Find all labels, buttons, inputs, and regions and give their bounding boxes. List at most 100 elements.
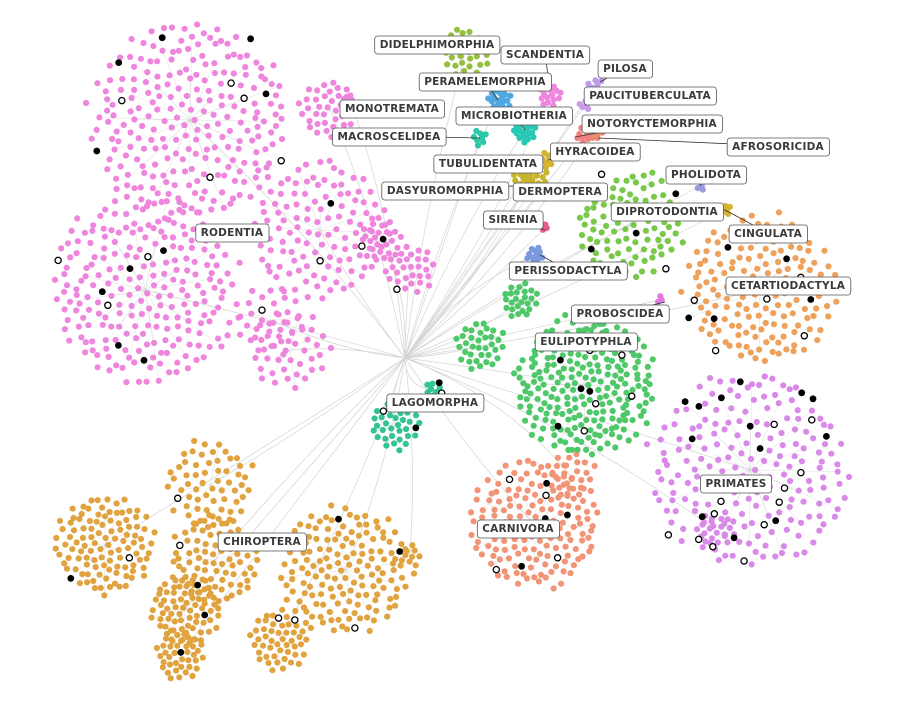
primates-node <box>728 405 735 412</box>
rodentia-ringed-node <box>54 256 62 265</box>
rodentia-node <box>281 294 288 301</box>
chiroptera-node <box>203 492 210 499</box>
rodentia-node <box>237 331 244 338</box>
cetartiodactyla-node <box>775 339 782 346</box>
carnivora-node <box>479 514 486 521</box>
eulipotyphla-node <box>611 390 618 397</box>
eulipotyphla-node <box>564 400 571 408</box>
primates-node <box>663 507 671 514</box>
primates-branch <box>749 403 779 471</box>
chiroptera-node <box>223 468 230 475</box>
cetartiodactyla-node <box>697 260 704 268</box>
chiroptera-node <box>349 539 356 547</box>
rodentia-node <box>161 118 168 125</box>
chiroptera-node <box>201 517 208 524</box>
carnivora-node <box>584 515 591 523</box>
microbiotheria-node <box>516 134 523 141</box>
eulipotyphla-node <box>635 352 643 359</box>
rodentia-node <box>368 228 375 235</box>
primates-branch <box>684 401 751 471</box>
chiroptera-node <box>61 560 68 567</box>
rodentia-node <box>386 275 393 282</box>
rodentia-node <box>211 284 218 291</box>
chiroptera-node <box>163 589 170 596</box>
cetartiodactyla-node <box>752 301 760 308</box>
eulipotyphla-node <box>557 437 564 444</box>
chiroptera-node <box>117 554 124 561</box>
chiroptera-node <box>386 604 393 611</box>
chiroptera-node <box>202 577 209 584</box>
hyracoidea-label: HYRACOIDEA <box>555 146 635 158</box>
chiroptera-node <box>139 543 146 551</box>
rodentia-node <box>276 83 283 90</box>
chiroptera-node <box>274 659 281 666</box>
rodentia-node <box>201 298 208 305</box>
chiroptera-node <box>328 502 335 509</box>
rodentia-node <box>64 317 71 324</box>
rodentia-node <box>236 259 243 266</box>
rodentia-node <box>137 55 144 62</box>
cetartiodactyla-node <box>703 298 710 305</box>
chiroptera-node <box>346 598 353 605</box>
rodentia-node <box>190 56 197 64</box>
cetartiodactyla-node <box>817 327 824 334</box>
chiroptera-node <box>275 629 282 637</box>
rodentia-node <box>183 92 190 100</box>
labels-layer: RODENTIACHIROPTERACARNIVORAPRIMATESEULIP… <box>195 35 852 552</box>
eulipotyphla-node <box>591 323 598 330</box>
primates-node <box>801 549 808 556</box>
rodentia-node <box>91 254 98 261</box>
rodentia-node <box>136 246 143 253</box>
primates-node <box>817 415 824 422</box>
carnivora-node <box>505 555 512 562</box>
cetartiodactyla-node <box>705 310 712 317</box>
chiroptera-node <box>221 496 228 503</box>
rodentia-node <box>127 143 134 150</box>
primates-highlight-node <box>698 513 706 521</box>
rodentia-node <box>316 103 323 110</box>
chiroptera-edge <box>104 357 406 546</box>
carnivora-node <box>513 569 520 577</box>
rodentia-node <box>211 60 218 67</box>
pholidota-label-box <box>665 165 747 185</box>
chiroptera-node <box>195 596 202 603</box>
rodentia-node <box>143 378 150 385</box>
chiroptera-node <box>191 636 199 643</box>
carnivora-node <box>507 502 514 509</box>
carnivora-node <box>496 469 503 476</box>
rodentia-node <box>109 101 116 108</box>
rodentia-node <box>327 344 335 352</box>
scandentia-label-box <box>500 45 591 65</box>
rodentia-node <box>360 175 367 183</box>
eulipotyphla-node <box>488 341 495 348</box>
rodentia-node <box>303 278 310 285</box>
chiroptera-node <box>312 525 319 532</box>
chiroptera-node <box>86 517 93 525</box>
rodentia-ringed-node <box>144 252 152 261</box>
cetartiodactyla-node <box>780 313 788 320</box>
rodentia-node <box>295 267 302 274</box>
primates-node <box>742 408 749 415</box>
cetartiodactyla-node <box>762 319 769 327</box>
rodentia-node <box>126 244 133 251</box>
rodentia-node <box>201 188 208 195</box>
cetartiodactyla-node <box>811 259 818 266</box>
carnivora-node <box>467 509 475 516</box>
chiroptera-node <box>181 590 188 597</box>
lagomorpha-node <box>379 426 386 434</box>
carnivora-node <box>473 544 480 552</box>
lagomorpha-node <box>412 412 420 419</box>
chiroptera-node <box>313 601 320 608</box>
carnivora-node <box>570 485 577 492</box>
primates-highlight-node <box>798 389 806 397</box>
rodentia-node <box>170 276 177 283</box>
primates-node <box>652 490 659 497</box>
eulipotyphla-node <box>482 345 489 352</box>
rodentia-node <box>358 273 365 280</box>
chiroptera-node <box>183 503 190 510</box>
diprotodontia-node <box>592 250 600 257</box>
rodentia-node <box>160 172 167 179</box>
carnivora-node <box>524 457 532 464</box>
cetartiodactyla-node <box>790 348 797 355</box>
eulipotyphla-node <box>519 357 526 364</box>
